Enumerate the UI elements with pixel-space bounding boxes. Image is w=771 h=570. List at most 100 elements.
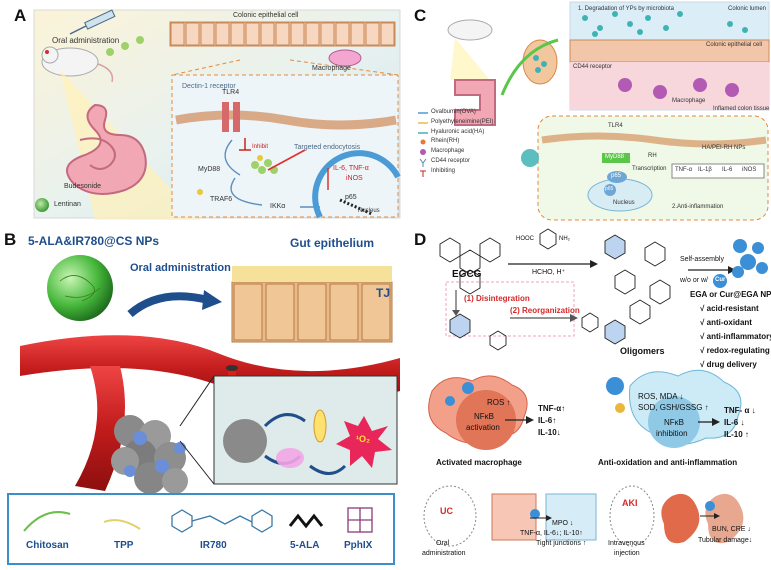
conditions-text: HCHO, H⁺ [532, 269, 566, 276]
epithelial-cell [350, 22, 365, 46]
teal-nanoparticle [582, 15, 588, 21]
gut-cell [265, 283, 295, 341]
particle-cluster [251, 155, 278, 174]
panel-c-illustration [418, 1, 770, 221]
left-cyt-0: TNF-α↑ [538, 404, 566, 413]
panel-b: B [0, 226, 403, 570]
teal-nanoparticle [597, 25, 603, 31]
chitosan-icon [23, 511, 71, 532]
legend-c-3: Rhein(RH) [431, 138, 460, 144]
inflamed-tissue-text: Inflamed colon tissue [713, 106, 770, 112]
teal-nanoparticle [645, 15, 651, 21]
singlet-oxygen-star [336, 416, 392, 468]
gut-cell [329, 283, 359, 341]
zoom-box [171, 74, 399, 218]
teal-nanoparticle [592, 31, 598, 37]
reorganization-text: (2) Reorganization [510, 306, 580, 315]
anti-ox-text: Anti-oxidation and anti-inflammation [598, 458, 738, 467]
legend-b-pphix: PphIX [344, 540, 373, 551]
gut-epithelium-text: Gut epithelium [290, 236, 374, 250]
epithelial-cell [335, 22, 350, 46]
ha-pei-rh-text: HA/PEI-RH NPs [702, 145, 746, 151]
cur-text: Cur [715, 277, 726, 283]
cytokine-il6-text: IL-6 [722, 167, 733, 173]
lentinan-icon [35, 198, 49, 212]
disintegration-text: (1) Disintegration [464, 294, 530, 303]
syringe-icon [69, 9, 116, 35]
teal-nanoparticle [677, 11, 683, 17]
panel-a: A [0, 0, 403, 222]
ikka-text: IKKα [270, 203, 286, 210]
injection-text: injection [614, 550, 640, 557]
p65-top-text: p65 [611, 173, 622, 179]
targeted-endocytosis-text: Targeted endocytosis [294, 144, 361, 151]
epithelial-cell [170, 22, 185, 46]
traf6-text: TRAF6 [210, 196, 233, 203]
tight-junctions-text: Tight junctions ↑ [536, 540, 587, 547]
inhibit-text: Inhibit [252, 144, 269, 150]
cytokine-text-1: IL-6, TNF-α [333, 165, 369, 172]
epithelial-cell [200, 22, 215, 46]
teal-nanoparticle [742, 27, 748, 33]
legend-c-1: Polyethyleneimine(PEI) [431, 119, 494, 125]
reagent-text: HOOC [516, 236, 534, 242]
right-cyt-1: IL-6 ↓ [724, 418, 745, 427]
colonic-epithelial-c-text: Colonic epithelial cell [706, 42, 763, 48]
aki-mouse-illustration [609, 485, 744, 547]
gut-cell [233, 283, 263, 341]
property-4: √ drug delivery [700, 360, 757, 369]
step2-text: 2.Anti-inflammation [672, 204, 724, 210]
panel-b-illustration [7, 255, 400, 565]
epithelial-cell [260, 22, 275, 46]
activated-macrophage-text: Activated macrophage [436, 458, 522, 467]
teal-nanoparticle [663, 25, 669, 31]
bun-text: BUN, CRE ↓ [712, 526, 751, 533]
legend-c-0: Ovalbumin(OVA) [431, 109, 476, 115]
panel-d-label: D [414, 230, 427, 249]
budesonide-dot [197, 189, 203, 195]
nucleus-c [587, 178, 653, 212]
epithelial-cell [245, 22, 260, 46]
panel-b-label: B [4, 230, 17, 249]
gut-cell [361, 283, 391, 341]
panel-a-label: A [14, 6, 27, 25]
tlr4-c-text: TLR4 [608, 123, 623, 129]
budesonide-text: Budesonide [64, 183, 101, 190]
cytokine-inos-text: iNOS [742, 167, 757, 173]
legend-c-4: Macrophage [431, 148, 465, 154]
nfkb-inhibition-2: inhibition [656, 429, 688, 438]
intestine-icon [66, 103, 147, 195]
colonic-epithelial-cell-text: Colonic epithelial cell [233, 12, 299, 19]
nucleus-shape [312, 150, 401, 219]
teal-nanoparticle [727, 21, 733, 27]
epithelial-cell [275, 22, 290, 46]
np-sphere [47, 255, 113, 321]
pphix-icon [347, 507, 373, 533]
administration-text: administration [422, 550, 466, 557]
cytokine-il1-text: IL-1β [698, 167, 712, 173]
nfkb-inhibition-1: NFκB [664, 418, 684, 427]
property-1: √ anti-oxidant [700, 318, 752, 327]
nucleus-text: Nucleus [358, 208, 380, 214]
panel-c-label: C [414, 6, 427, 25]
left-cyt-1: IL-6↑ [538, 416, 557, 425]
cd44-receptor-text: CD44 receptor [573, 64, 613, 70]
intestine-icon-c [454, 79, 496, 126]
legend-b-tpp: TPP [114, 540, 134, 551]
legend-b-chitosan: Chitosan [26, 540, 69, 551]
mouse-icon-c [447, 19, 493, 41]
tlr4-receptor [222, 102, 240, 132]
epithelial-cell [380, 22, 395, 46]
nps-title-text: 5-ALA&IR780@CS NPs [28, 234, 160, 248]
epithelial-cell [230, 22, 245, 46]
legend-b-ir780: IR780 [200, 540, 227, 551]
tubular-text: Tubular damage↓ [698, 537, 753, 544]
panel-d: D [410, 226, 771, 570]
dectin-receptor-text: Dectin-1 receptor [182, 83, 236, 90]
epithelial-cell [305, 22, 320, 46]
p65-text: p65 [345, 194, 357, 201]
macrophage-shape [328, 49, 362, 67]
5-ala-icon [288, 513, 324, 529]
teal-nanoparticle [627, 21, 633, 27]
epithelial-cell [365, 22, 380, 46]
